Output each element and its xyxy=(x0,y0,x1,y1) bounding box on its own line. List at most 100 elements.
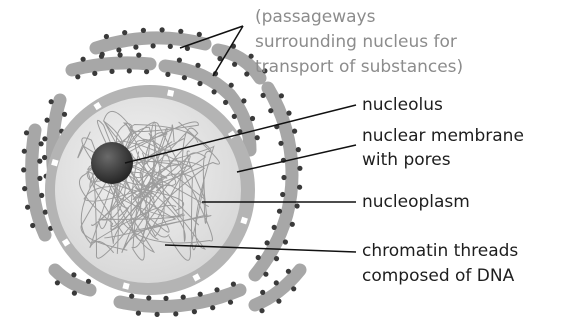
ribosome-dot xyxy=(92,71,97,76)
ribosome-dot xyxy=(228,300,233,305)
ribosome-dot xyxy=(260,290,265,295)
ribosome-dot xyxy=(290,222,295,227)
ribosome-dot xyxy=(276,299,281,304)
ribosome-dot xyxy=(133,45,138,50)
ribosome-dot xyxy=(30,223,35,228)
ribosome-dot xyxy=(116,47,121,52)
chromatin-label-line-1: chromatin threads xyxy=(362,241,518,261)
ribosome-dot xyxy=(212,89,217,94)
ribosome-dot xyxy=(297,166,302,171)
chromatin-label-line-2: composed of DNA xyxy=(362,266,514,286)
nucleoplasm-label: nucleoplasm xyxy=(362,192,470,212)
ribosome-dot xyxy=(286,111,291,116)
ribosome-dot xyxy=(141,28,146,33)
ribosome-dot xyxy=(173,311,178,316)
ribosome-dot xyxy=(281,175,286,180)
ribosome-dot xyxy=(296,147,301,152)
ribosome-dot xyxy=(181,295,186,300)
ribosome-dot xyxy=(37,176,42,181)
ribosome-dot xyxy=(295,203,300,208)
ribosome-dot xyxy=(136,53,141,58)
ribosome-dot xyxy=(255,135,260,140)
ribosome-dot xyxy=(118,52,123,57)
ribosome-dot xyxy=(39,193,44,198)
ribosome-dot xyxy=(55,280,60,285)
ribosome-dot xyxy=(263,272,268,277)
ribosome-dot xyxy=(210,305,215,310)
ribosome-dot xyxy=(182,75,187,80)
ribosome-dot xyxy=(21,167,26,172)
ribosome-dot xyxy=(155,312,160,317)
ribosome-dot xyxy=(75,74,80,79)
ribosome-dot xyxy=(45,118,50,123)
ribosome-dot xyxy=(22,186,27,191)
ribosome-dot xyxy=(197,32,202,37)
ribosome-dot xyxy=(274,256,279,261)
ribosome-dot xyxy=(278,141,283,146)
ribosome-dot xyxy=(231,282,236,287)
ribosome-dot xyxy=(71,272,76,277)
ribosome-dot xyxy=(265,240,270,245)
ribosome-dot xyxy=(129,294,134,299)
ribosome-dot xyxy=(261,93,266,98)
ribosome-dot xyxy=(62,112,67,117)
ribosome-dot xyxy=(274,280,279,285)
ribosome-dot xyxy=(198,292,203,297)
ribosome-dot xyxy=(81,57,86,62)
ribosome-dot xyxy=(42,155,47,160)
ribosome-dot xyxy=(272,225,277,230)
membrane-label-line-2: with pores xyxy=(362,150,451,170)
ribosome-dot xyxy=(49,99,54,104)
ribosome-dot xyxy=(256,255,261,260)
ribosome-dot xyxy=(136,311,141,316)
ribosome-dot xyxy=(39,141,44,146)
ribosome-dot xyxy=(241,98,246,103)
ribosome-dot xyxy=(22,149,27,154)
ribosome-dot xyxy=(104,34,109,39)
ribosome-dot xyxy=(144,69,149,74)
ribosome-dot xyxy=(223,100,228,105)
ribosome-dot xyxy=(24,130,29,135)
ribosome-dot xyxy=(244,71,249,76)
ribosome-dot xyxy=(168,44,173,49)
er-label-line-3: transport of substances) xyxy=(255,57,463,77)
ribosome-dot xyxy=(127,68,132,73)
ribosome-dot xyxy=(297,185,302,190)
ribosome-dot xyxy=(151,43,156,48)
er-label-line-1: (passageways xyxy=(255,7,375,27)
ribosome-dot xyxy=(165,72,170,77)
ribosome-dot xyxy=(109,69,114,74)
membrane-label-line-1: nuclear membrane xyxy=(362,126,524,146)
ribosome-dot xyxy=(277,209,282,214)
ribosome-dot xyxy=(283,239,288,244)
er-label-line-2: surrounding nucleus for xyxy=(255,32,457,52)
ribosome-dot xyxy=(214,287,219,292)
ribosome-dot xyxy=(37,159,42,164)
ribosome-dot xyxy=(42,136,47,141)
ribosome-dot xyxy=(232,114,237,119)
ribosome-dot xyxy=(122,30,127,35)
ribosome-dot xyxy=(25,205,30,210)
ribosome-dot xyxy=(268,108,273,113)
ribosome-dot xyxy=(291,286,296,291)
ribosome-dot xyxy=(229,83,234,88)
ribosome-dot xyxy=(163,296,168,301)
nucleolus-label: nucleolus xyxy=(362,95,443,115)
ribosome-dot xyxy=(99,54,104,59)
ribosome-dot xyxy=(72,291,77,296)
ribosome-dot xyxy=(232,62,237,67)
ribosome-dot xyxy=(280,192,285,197)
ribosome-dot xyxy=(292,129,297,134)
ribosome-dot xyxy=(286,269,291,274)
ribosome-dot xyxy=(86,279,91,284)
ribosome-dot xyxy=(160,27,165,32)
ribosome-dot xyxy=(249,54,254,59)
ribosome-dot xyxy=(259,308,264,313)
ribosome-dot xyxy=(195,63,200,68)
ribosome-dot xyxy=(146,295,151,300)
ribosome-dot xyxy=(197,81,202,86)
ribosome-dot xyxy=(250,116,255,121)
ribosome-dot xyxy=(192,309,197,314)
ribosome-dot xyxy=(279,93,284,98)
membrane-pore xyxy=(167,90,174,97)
